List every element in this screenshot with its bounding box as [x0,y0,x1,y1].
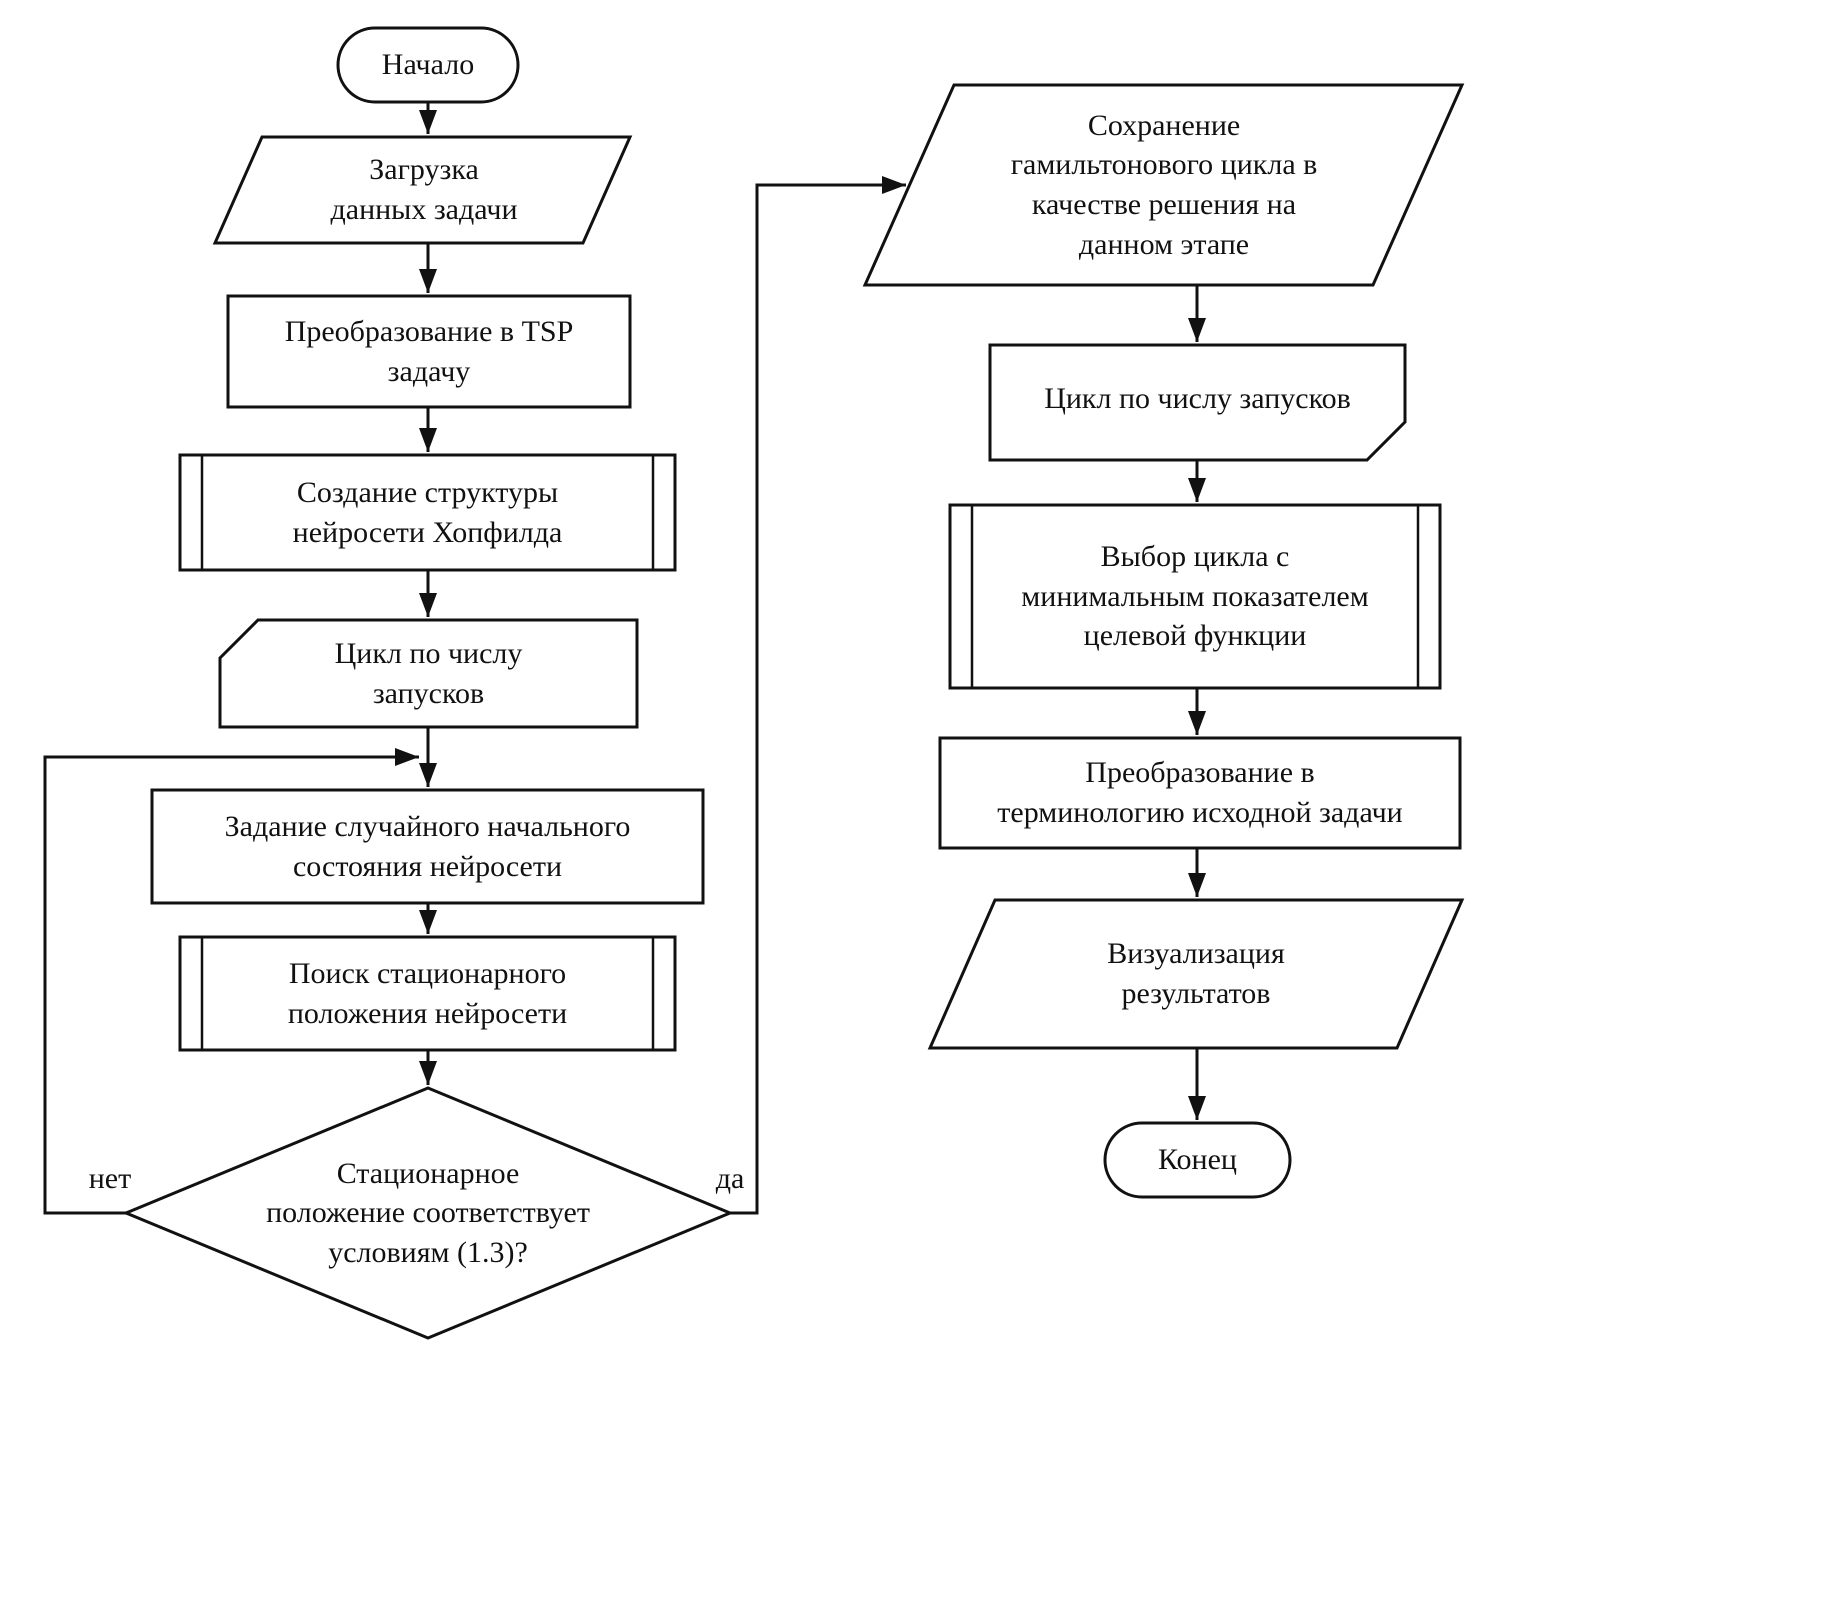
select-cycle-predefined-shape [948,503,1442,690]
loop-end-shape [988,343,1407,462]
arrow-decision-no-feedback [43,748,419,1215]
visualize-io-shape [927,898,1465,1050]
start-terminator-shape [336,26,520,104]
decision-diamond-shape [122,1086,734,1340]
create-network-predefined-shape [178,453,677,572]
load-data-io-shape [212,135,633,245]
random-state-process-shape [150,788,705,905]
save-cycle-io-shape [862,83,1465,287]
loop-start-shape [218,618,639,729]
end-terminator-shape [1103,1121,1292,1199]
arrow-decision-yes-to-save [730,176,906,1215]
find-stationary-predefined-shape [178,935,677,1052]
to-tsp-process-shape [226,294,632,409]
convert-back-process-shape [938,736,1462,850]
